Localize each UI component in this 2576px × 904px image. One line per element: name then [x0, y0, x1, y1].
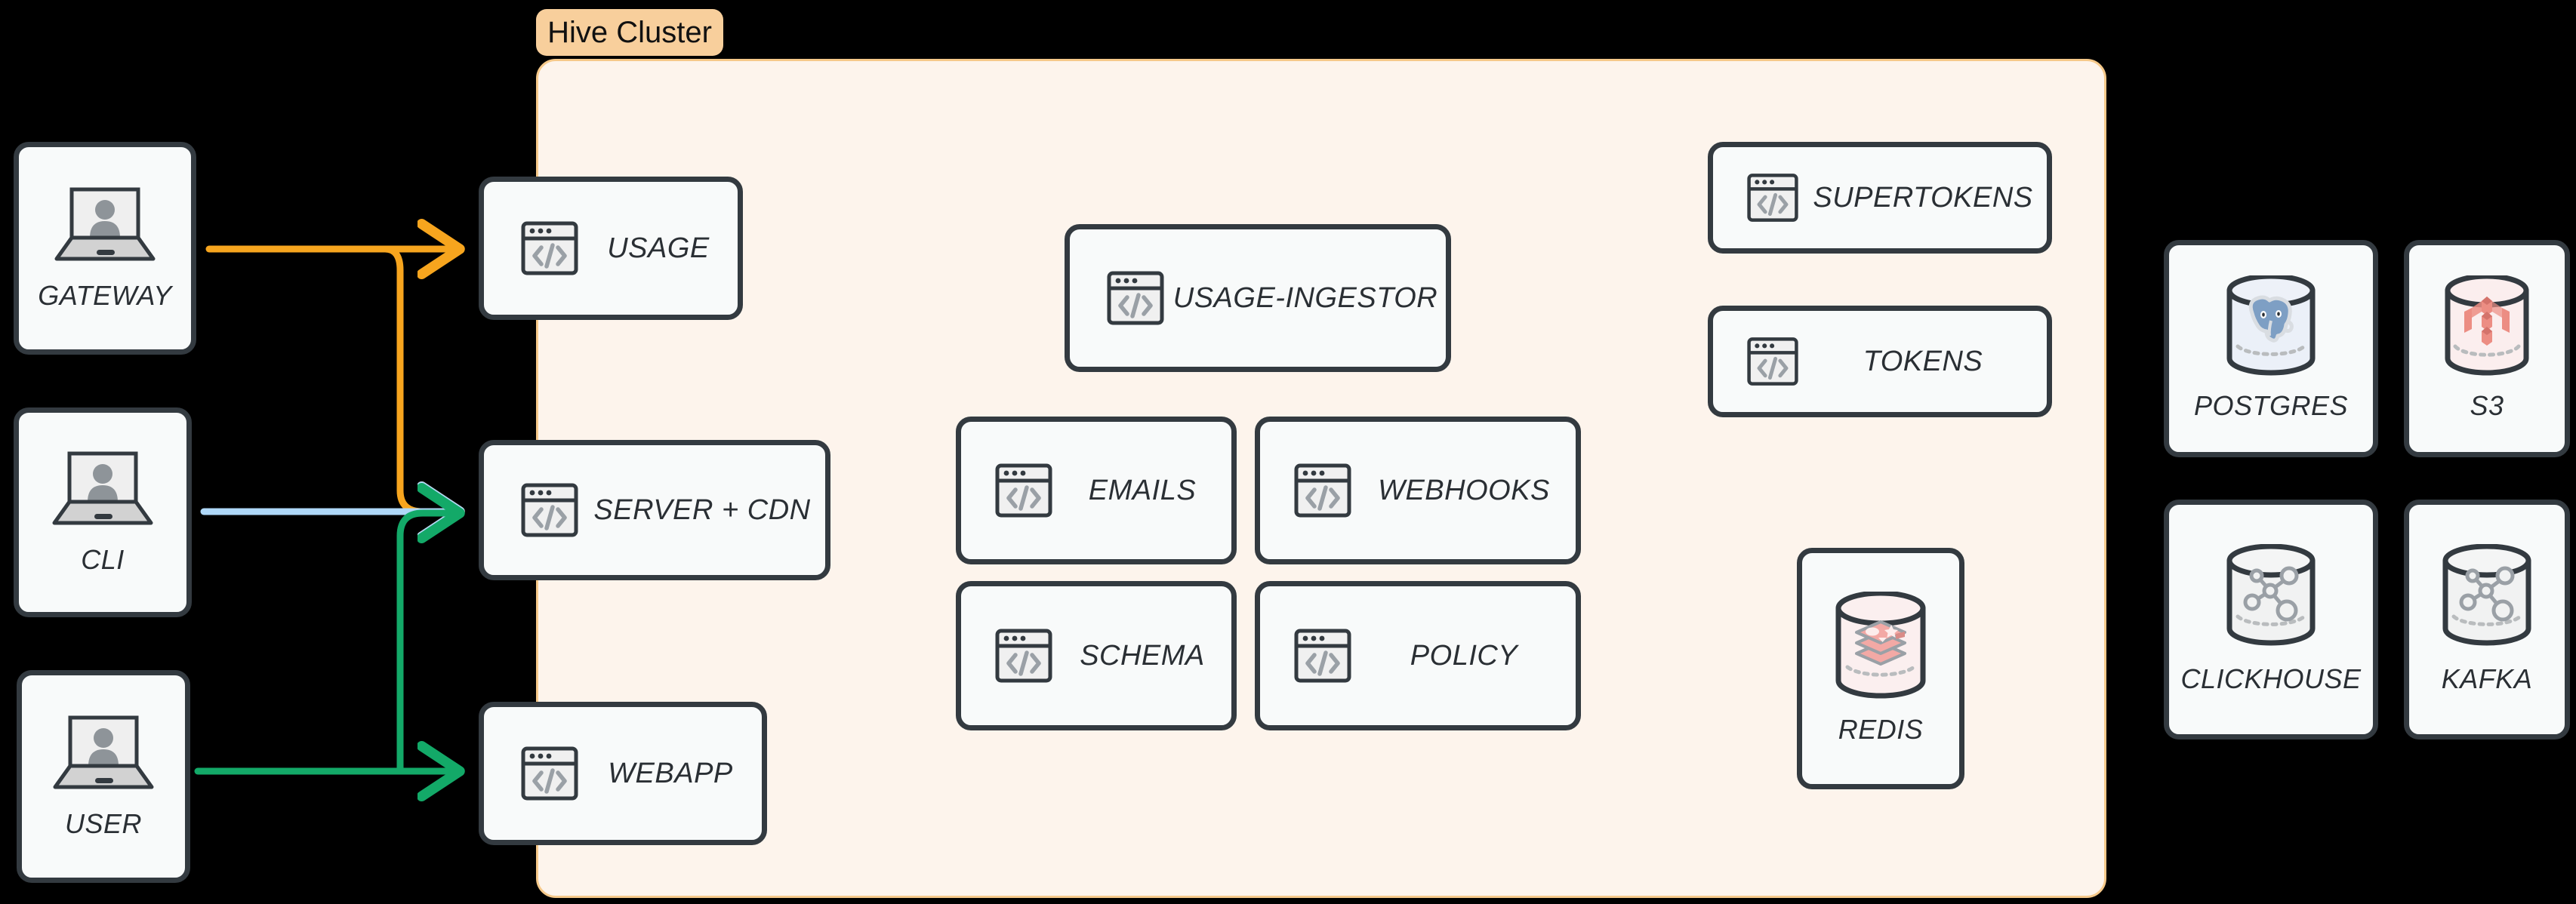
code-window-icon: [521, 746, 578, 801]
hive-cluster-badge: Hive Cluster: [536, 9, 723, 56]
node-kafka-label: KAFKA: [2441, 663, 2533, 694]
node-supertokens-label: SUPERTOKENS: [1813, 181, 2033, 214]
node-gateway-label: GATEWAY: [38, 280, 172, 311]
node-postgres-label: POSTGRES: [2193, 390, 2349, 421]
node-emails[interactable]: EMAILS: [956, 417, 1237, 564]
node-tokens[interactable]: TOKENS: [1708, 306, 2052, 417]
laptop-user-icon: [52, 451, 153, 525]
node-webhooks-label: WEBHOOKS: [1378, 474, 1550, 506]
node-user-label: USER: [64, 808, 143, 839]
node-emails-label: EMAILS: [1088, 474, 1197, 506]
node-usage[interactable]: USAGE: [479, 177, 743, 320]
code-window-icon: [1294, 629, 1351, 683]
node-postgres[interactable]: POSTGRES: [2164, 240, 2378, 457]
laptop-user-icon: [54, 187, 156, 261]
node-supertokens[interactable]: SUPERTOKENS: [1708, 142, 2052, 254]
database-postgres-icon: [2226, 275, 2316, 376]
database-network-icon: [2442, 544, 2531, 646]
code-window-icon: [995, 463, 1052, 518]
node-webhooks[interactable]: WEBHOOKS: [1255, 417, 1581, 564]
database-redis-icon: [1835, 592, 1926, 699]
node-clickhouse-label: CLICKHOUSE: [2180, 663, 2362, 694]
wire-gateway-to-server-cdn: [381, 245, 453, 512]
node-policy-label: POLICY: [1410, 639, 1518, 672]
node-webapp[interactable]: WEBAPP: [479, 702, 767, 845]
node-server-cdn[interactable]: SERVER + CDN: [479, 440, 830, 580]
node-tokens-label: TOKENS: [1863, 345, 1983, 377]
code-window-icon: [521, 483, 578, 537]
code-window-icon: [995, 629, 1052, 683]
node-gateway[interactable]: GATEWAY: [14, 142, 196, 355]
node-webapp-label: WEBAPP: [608, 757, 733, 789]
node-usage-ingestor[interactable]: USAGE-INGESTOR: [1065, 224, 1451, 372]
node-s3[interactable]: S3: [2404, 240, 2570, 457]
code-window-icon: [521, 221, 578, 275]
node-redis-label: REDIS: [1838, 714, 1924, 745]
node-schema-label: SCHEMA: [1080, 639, 1205, 672]
node-user[interactable]: USER: [17, 670, 190, 883]
node-s3-label: S3: [2470, 390, 2504, 421]
code-window-icon: [1747, 337, 1798, 386]
node-usage-ingestor-label: USAGE-INGESTOR: [1172, 281, 1438, 314]
node-policy[interactable]: POLICY: [1255, 581, 1581, 730]
node-cli-label: CLI: [81, 544, 125, 575]
node-usage-label: USAGE: [607, 232, 710, 264]
wire-user-to-server-cdn: [396, 513, 453, 775]
code-window-icon: [1747, 174, 1798, 222]
database-s3-icon: [2445, 275, 2529, 376]
node-cli[interactable]: CLI: [14, 407, 192, 617]
node-schema[interactable]: SCHEMA: [956, 581, 1237, 730]
node-server-cdn-label: SERVER + CDN: [593, 494, 811, 526]
laptop-user-icon: [53, 715, 154, 789]
code-window-icon: [1294, 463, 1351, 518]
code-window-icon: [1107, 271, 1164, 325]
node-redis[interactable]: REDIS: [1797, 548, 1964, 789]
node-clickhouse[interactable]: CLICKHOUSE: [2164, 500, 2378, 739]
database-network-icon: [2226, 544, 2316, 646]
node-kafka[interactable]: KAFKA: [2404, 500, 2570, 739]
